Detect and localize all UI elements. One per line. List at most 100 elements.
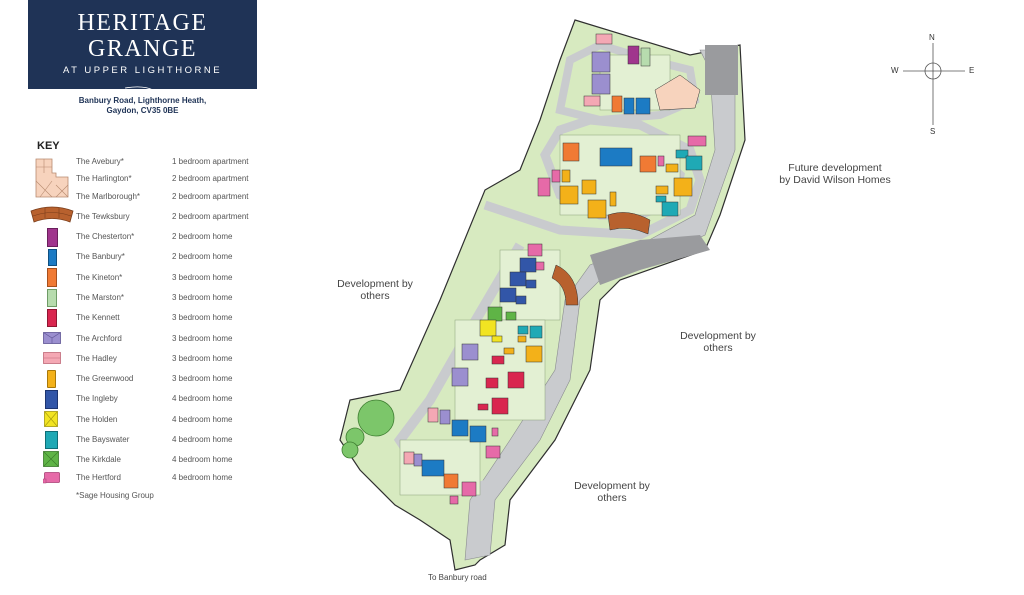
curved-terrace-icon — [30, 206, 74, 223]
ornament-icon — [28, 82, 257, 100]
key-footnote: *Sage Housing Group — [76, 491, 154, 500]
key-item-description: 3 bedroom home — [172, 354, 233, 363]
label-line: others — [597, 492, 627, 504]
compass-west: W — [891, 66, 899, 75]
key-item-banbury: The Banbury* 2 bedroom home — [30, 252, 270, 270]
key-item-name: The Holden — [76, 415, 118, 424]
address-line-1: Banbury Road, Lighthorne Heath, — [78, 96, 207, 105]
key-item-tewksbury: The Tewksbury 2 bedroom apartment — [30, 212, 270, 230]
key-item-harlington: The Harlington* 2 bedroom apartment — [30, 174, 270, 192]
key-item-description: 4 bedroom home — [172, 394, 233, 403]
key-item-description: 2 bedroom apartment — [172, 212, 249, 221]
key-item-bayswater: The Bayswater 4 bedroom home — [30, 435, 270, 453]
compass-east: E — [969, 66, 975, 75]
address-line-2: Gaydon, CV35 0BE — [106, 106, 179, 115]
label-line: Development by — [680, 330, 756, 342]
banbury-swatch-icon — [48, 249, 57, 266]
label-line: Development by — [337, 278, 413, 290]
key-item-description: 4 bedroom home — [172, 435, 233, 444]
key-item-greenwood: The Greenwood 3 bedroom home — [30, 374, 270, 392]
chesterton-swatch-icon — [47, 228, 58, 247]
label-line: others — [703, 342, 733, 354]
label-line: Development by — [574, 480, 650, 492]
key-item-name: The Chesterton* — [76, 232, 135, 241]
key-item-name: The Bayswater — [76, 435, 130, 444]
key-item-holden: The Holden 4 bedroom home — [30, 415, 270, 433]
development-logo: HERITAGE GRANGE AT UPPER LIGHTHORNE — [28, 0, 257, 94]
compass-north: N — [929, 33, 935, 42]
key-item-kennett: The Kennett 3 bedroom home — [30, 313, 270, 331]
key-item-description: 2 bedroom apartment — [172, 174, 249, 183]
key-item-name: The Harlington* — [76, 174, 132, 183]
label-line: others — [360, 290, 390, 302]
access-road-dark — [705, 45, 738, 95]
key-item-marlborough: The Marlborough* 2 bedroom apartment — [30, 192, 270, 210]
key-item-chesterton: The Chesterton* 2 bedroom home — [30, 232, 270, 250]
to-banbury-road-label: To Banbury road — [428, 573, 487, 582]
key-item-description: 2 bedroom home — [172, 252, 233, 261]
key-item-avebury: The Avebury* 1 bedroom apartment — [30, 157, 270, 175]
key-item-description: 2 bedroom home — [172, 232, 233, 241]
archford-swatch-icon — [43, 332, 61, 344]
compass-south: S — [930, 127, 936, 136]
development-subtitle: AT UPPER LIGHTHORNE — [62, 65, 223, 76]
key-item-name: The Marlborough* — [76, 192, 141, 201]
development-title: HERITAGE GRANGE — [77, 10, 208, 62]
hertford-swatch-icon — [43, 472, 60, 484]
key-item-name: The Banbury* — [76, 252, 125, 261]
key-item-description: 3 bedroom home — [172, 293, 233, 302]
marston-swatch-icon — [47, 289, 57, 307]
key-item-name: The Archford — [76, 334, 122, 343]
key-item-hadley: The Hadley 3 bedroom home — [30, 354, 270, 372]
key-item-name: The Marston* — [76, 293, 125, 302]
homes-south — [403, 407, 501, 505]
kineton-swatch-icon — [47, 268, 57, 287]
bayswater-swatch-icon — [45, 431, 58, 449]
key-item-kineton: The Kineton* 3 bedroom home — [30, 273, 270, 291]
key-item-description: 3 bedroom home — [172, 374, 233, 383]
kirkdale-swatch-icon — [43, 451, 59, 467]
homes-west — [451, 243, 579, 415]
key-title: KEY — [37, 140, 60, 152]
ingleby-swatch-icon — [45, 390, 58, 409]
compass-rose-icon: N S E W — [885, 33, 985, 138]
future-development-label: Future development by David Wilson Homes — [760, 162, 910, 186]
label-line: by David Wilson Homes — [779, 174, 891, 186]
key-item-description: 4 bedroom home — [172, 473, 233, 482]
development-by-others-east-label: Development by others — [663, 330, 773, 354]
key-item-name: The Hadley — [76, 354, 117, 363]
key-item-ingleby: The Ingleby 4 bedroom home — [30, 394, 270, 412]
key-item-description: 3 bedroom home — [172, 273, 233, 282]
tree-icons — [341, 399, 395, 459]
apartment-block-icon — [35, 158, 69, 198]
greenwood-swatch-icon — [47, 370, 56, 388]
key-item-description: 4 bedroom home — [172, 455, 233, 464]
key-item-description: 1 bedroom apartment — [172, 157, 249, 166]
key-item-kirkdale: The Kirkdale 4 bedroom home — [30, 455, 270, 473]
key-item-name: The Kirkdale — [76, 455, 121, 464]
key-item-name: The Kennett — [76, 313, 120, 322]
key-item-description: 3 bedroom home — [172, 334, 233, 343]
development-by-others-south-label: Development by others — [557, 480, 667, 504]
key-item-name: The Hertford — [76, 473, 121, 482]
kennett-swatch-icon — [47, 309, 57, 327]
homes-north — [583, 33, 701, 115]
key-item-description: 2 bedroom apartment — [172, 192, 249, 201]
key-item-hertford: The Hertford 4 bedroom home — [30, 473, 270, 491]
hadley-swatch-icon — [43, 352, 61, 364]
key-item-archford: The Archford 3 bedroom home — [30, 334, 270, 352]
key-item-name: The Greenwood — [76, 374, 134, 383]
key-item-description: 3 bedroom home — [172, 313, 233, 322]
holden-swatch-icon — [44, 411, 58, 427]
key-item-name: The Kineton* — [76, 273, 123, 282]
label-line: Future development — [788, 162, 882, 174]
access-road-dark-south — [590, 235, 710, 285]
development-by-others-west-label: Development by others — [320, 278, 430, 302]
site-address: Banbury Road, Lighthorne Heath, Gaydon, … — [28, 96, 257, 116]
key-item-description: 4 bedroom home — [172, 415, 233, 424]
key-item-name: The Tewksbury — [76, 212, 130, 221]
key-item-name: The Avebury* — [76, 157, 124, 166]
key-item-marston: The Marston* 3 bedroom home — [30, 293, 270, 311]
key-item-name: The Ingleby — [76, 394, 118, 403]
